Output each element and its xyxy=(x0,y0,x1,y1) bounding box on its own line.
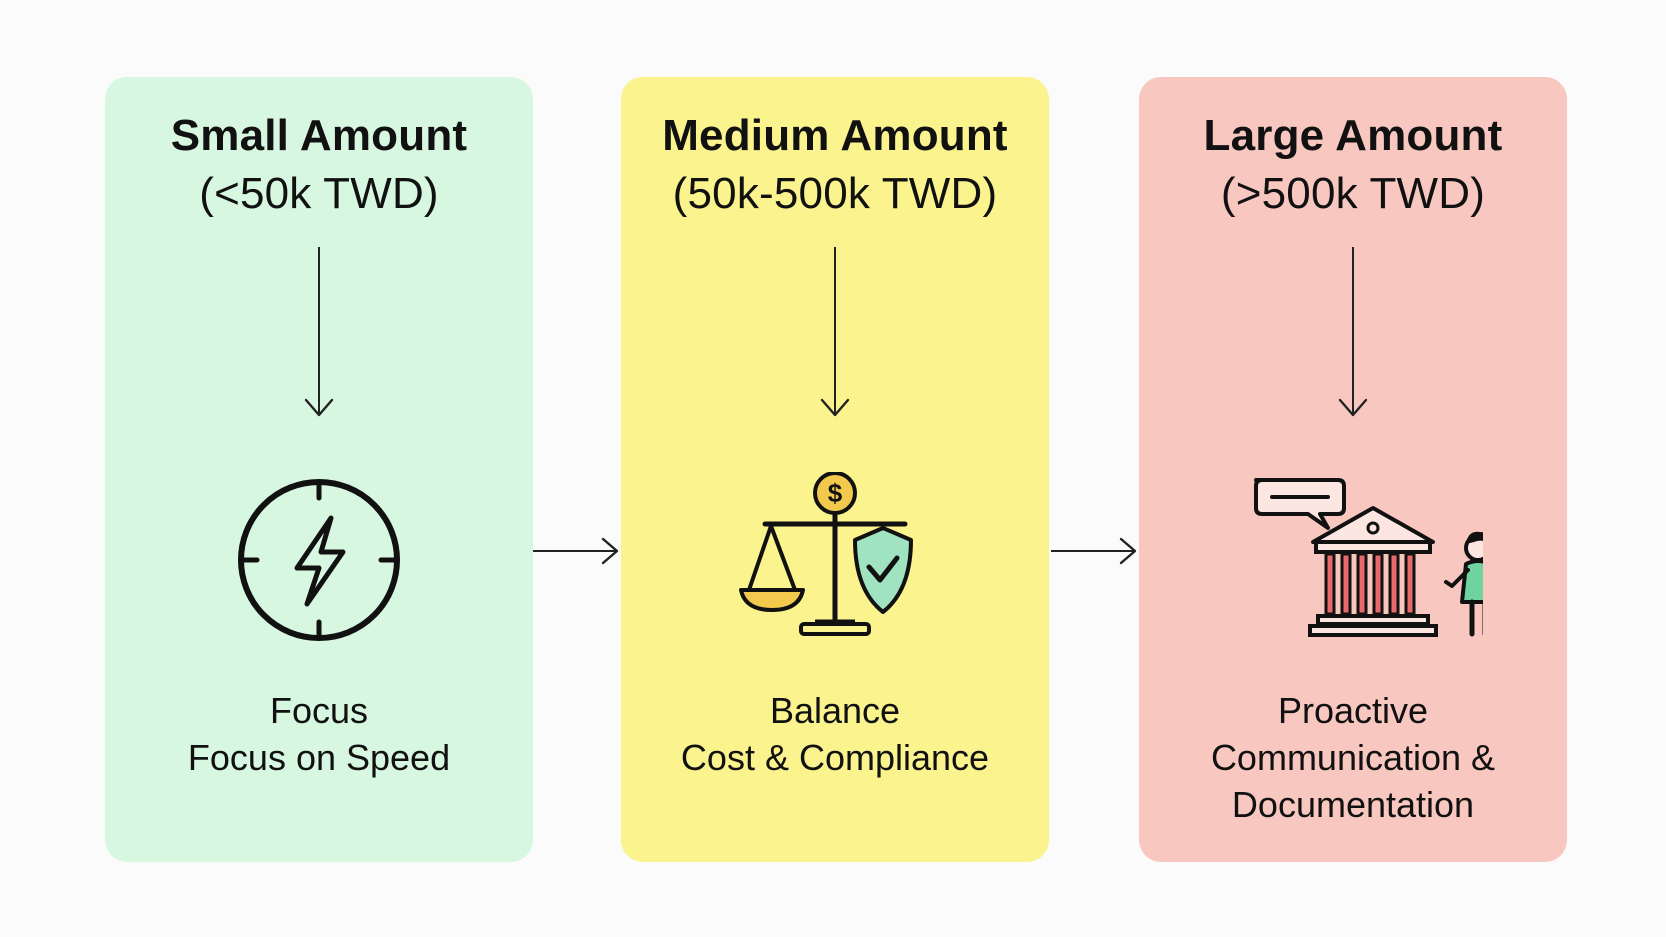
caption-line: Focus xyxy=(269,690,369,731)
speech-bubble-icon xyxy=(1254,478,1346,530)
panel-title: Large Amount (>500k TWD) xyxy=(1139,107,1567,223)
caption-line: Cost & Compliance xyxy=(680,737,990,778)
down-arrow-icon xyxy=(1338,247,1368,417)
panel-caption: Balance Cost & Compliance xyxy=(621,687,1049,781)
caption-line: Balance xyxy=(769,690,901,731)
panel-title-label: Medium Amount xyxy=(662,111,1008,160)
right-arrow-icon xyxy=(1051,537,1137,565)
panel-range-label: (<50k TWD) xyxy=(199,169,439,218)
panel-caption: Focus Focus on Speed xyxy=(105,687,533,781)
panel-range-label: (>500k TWD) xyxy=(1220,169,1486,218)
down-arrow-icon xyxy=(820,247,850,417)
bank-communication-icon xyxy=(1254,478,1483,637)
caption-line: Focus on Speed xyxy=(187,737,451,778)
panel-large-amount: Large Amount (>500k TWD) xyxy=(1139,77,1567,862)
panel-caption: Proactive Communication & Documentation xyxy=(1139,687,1567,828)
person-icon xyxy=(1444,531,1483,637)
panel-title: Small Amount (<50k TWD) xyxy=(105,107,533,223)
panel-small-amount: Small Amount (<50k TWD) Focus Focus on S… xyxy=(105,77,533,862)
caption-line: Documentation xyxy=(1231,784,1475,825)
bank-icon xyxy=(1308,506,1438,637)
balance-scale-icon: $ xyxy=(739,472,913,636)
down-arrow-icon xyxy=(304,247,334,417)
caption-line: Proactive xyxy=(1277,690,1429,731)
caption-line: Communication & xyxy=(1210,737,1496,778)
panel-title: Medium Amount (50k-500k TWD) xyxy=(621,107,1049,223)
right-arrow-icon xyxy=(533,537,619,565)
dollar-sign-icon: $ xyxy=(828,478,843,508)
panel-range-label: (50k-500k TWD) xyxy=(672,169,998,218)
panel-medium-amount: Medium Amount (50k-500k TWD) $ Balance C… xyxy=(621,77,1049,862)
panel-title-label: Small Amount xyxy=(170,111,468,160)
speed-compass-icon xyxy=(238,479,400,641)
panel-title-label: Large Amount xyxy=(1203,111,1503,160)
